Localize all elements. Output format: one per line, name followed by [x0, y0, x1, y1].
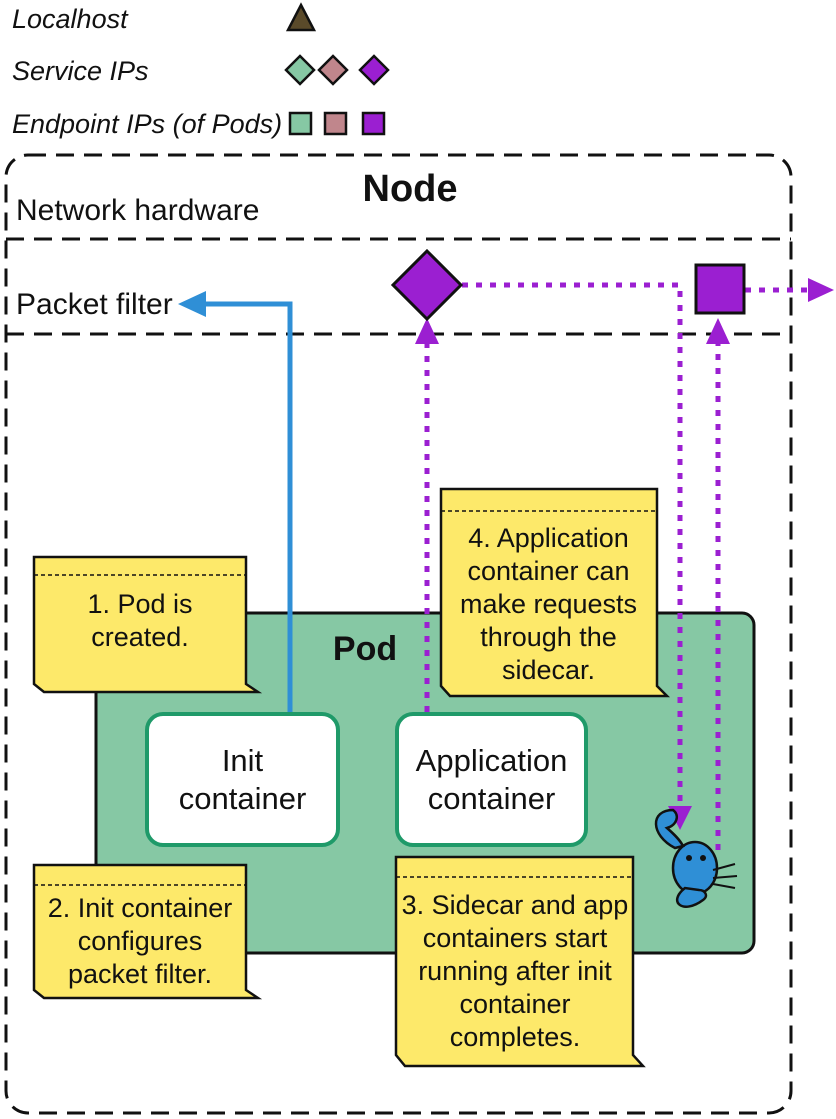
service-ip-teal-diamond-icon [284, 54, 316, 86]
note-3-sticky [394, 855, 646, 1068]
service-ip-purple-diamond-icon [358, 54, 390, 86]
note-4-sticky [439, 487, 671, 698]
blue-arrowhead [178, 291, 206, 317]
endpoint-ip-purple-square-icon [361, 111, 386, 136]
pod-title: Pod [332, 630, 398, 668]
note-2-sticky [32, 863, 263, 1000]
endpoint-ip-square-icon [694, 263, 746, 315]
legend-endpoint-ips-label: Endpoint IPs (of Pods) [12, 109, 283, 139]
application-container-label: Application container [415, 742, 568, 816]
note-1-sticky [32, 555, 263, 694]
note-4-text: 4. Application container can make reques… [459, 523, 638, 685]
sidecar-crab-mascot-icon [654, 808, 738, 908]
init-container-box: Init container [145, 712, 340, 847]
service-ip-to-sidecar-arrow [462, 282, 683, 808]
application-container-box: Application container [395, 712, 588, 847]
localhost-triangle-icon [285, 2, 317, 32]
legend-localhost-label: Localhost [12, 4, 128, 34]
note-2-text: 2. Init container configures packet filt… [47, 893, 233, 989]
app-to-service-ip-arrowhead [415, 318, 439, 344]
service-ip-diamond-icon [390, 248, 464, 322]
note-3-text: 3. Sidecar and app containers start runn… [401, 890, 629, 1052]
network-hardware-label: Network hardware [16, 194, 260, 227]
endpoint-ip-rose-square-icon [323, 111, 348, 136]
init-container-label: Init container [178, 742, 307, 816]
init-to-packet-filter-arrow [205, 301, 293, 712]
node-title: Node [362, 168, 458, 210]
node-boundary [4, 153, 793, 1115]
note-1-text: 1. Pod is created. [87, 589, 193, 652]
endpoint-ip-teal-square-icon [288, 111, 313, 136]
endpoint-outbound-arrowhead [808, 278, 834, 302]
endpoint-ip-squares [288, 111, 386, 136]
service-ip-rose-diamond-icon [317, 54, 349, 86]
packet-filter-label: Packet filter [16, 288, 173, 321]
service-ip-diamonds [284, 54, 390, 86]
sidecar-to-endpoint-arrowhead [706, 318, 730, 344]
legend-service-ips-label: Service IPs [12, 56, 149, 86]
